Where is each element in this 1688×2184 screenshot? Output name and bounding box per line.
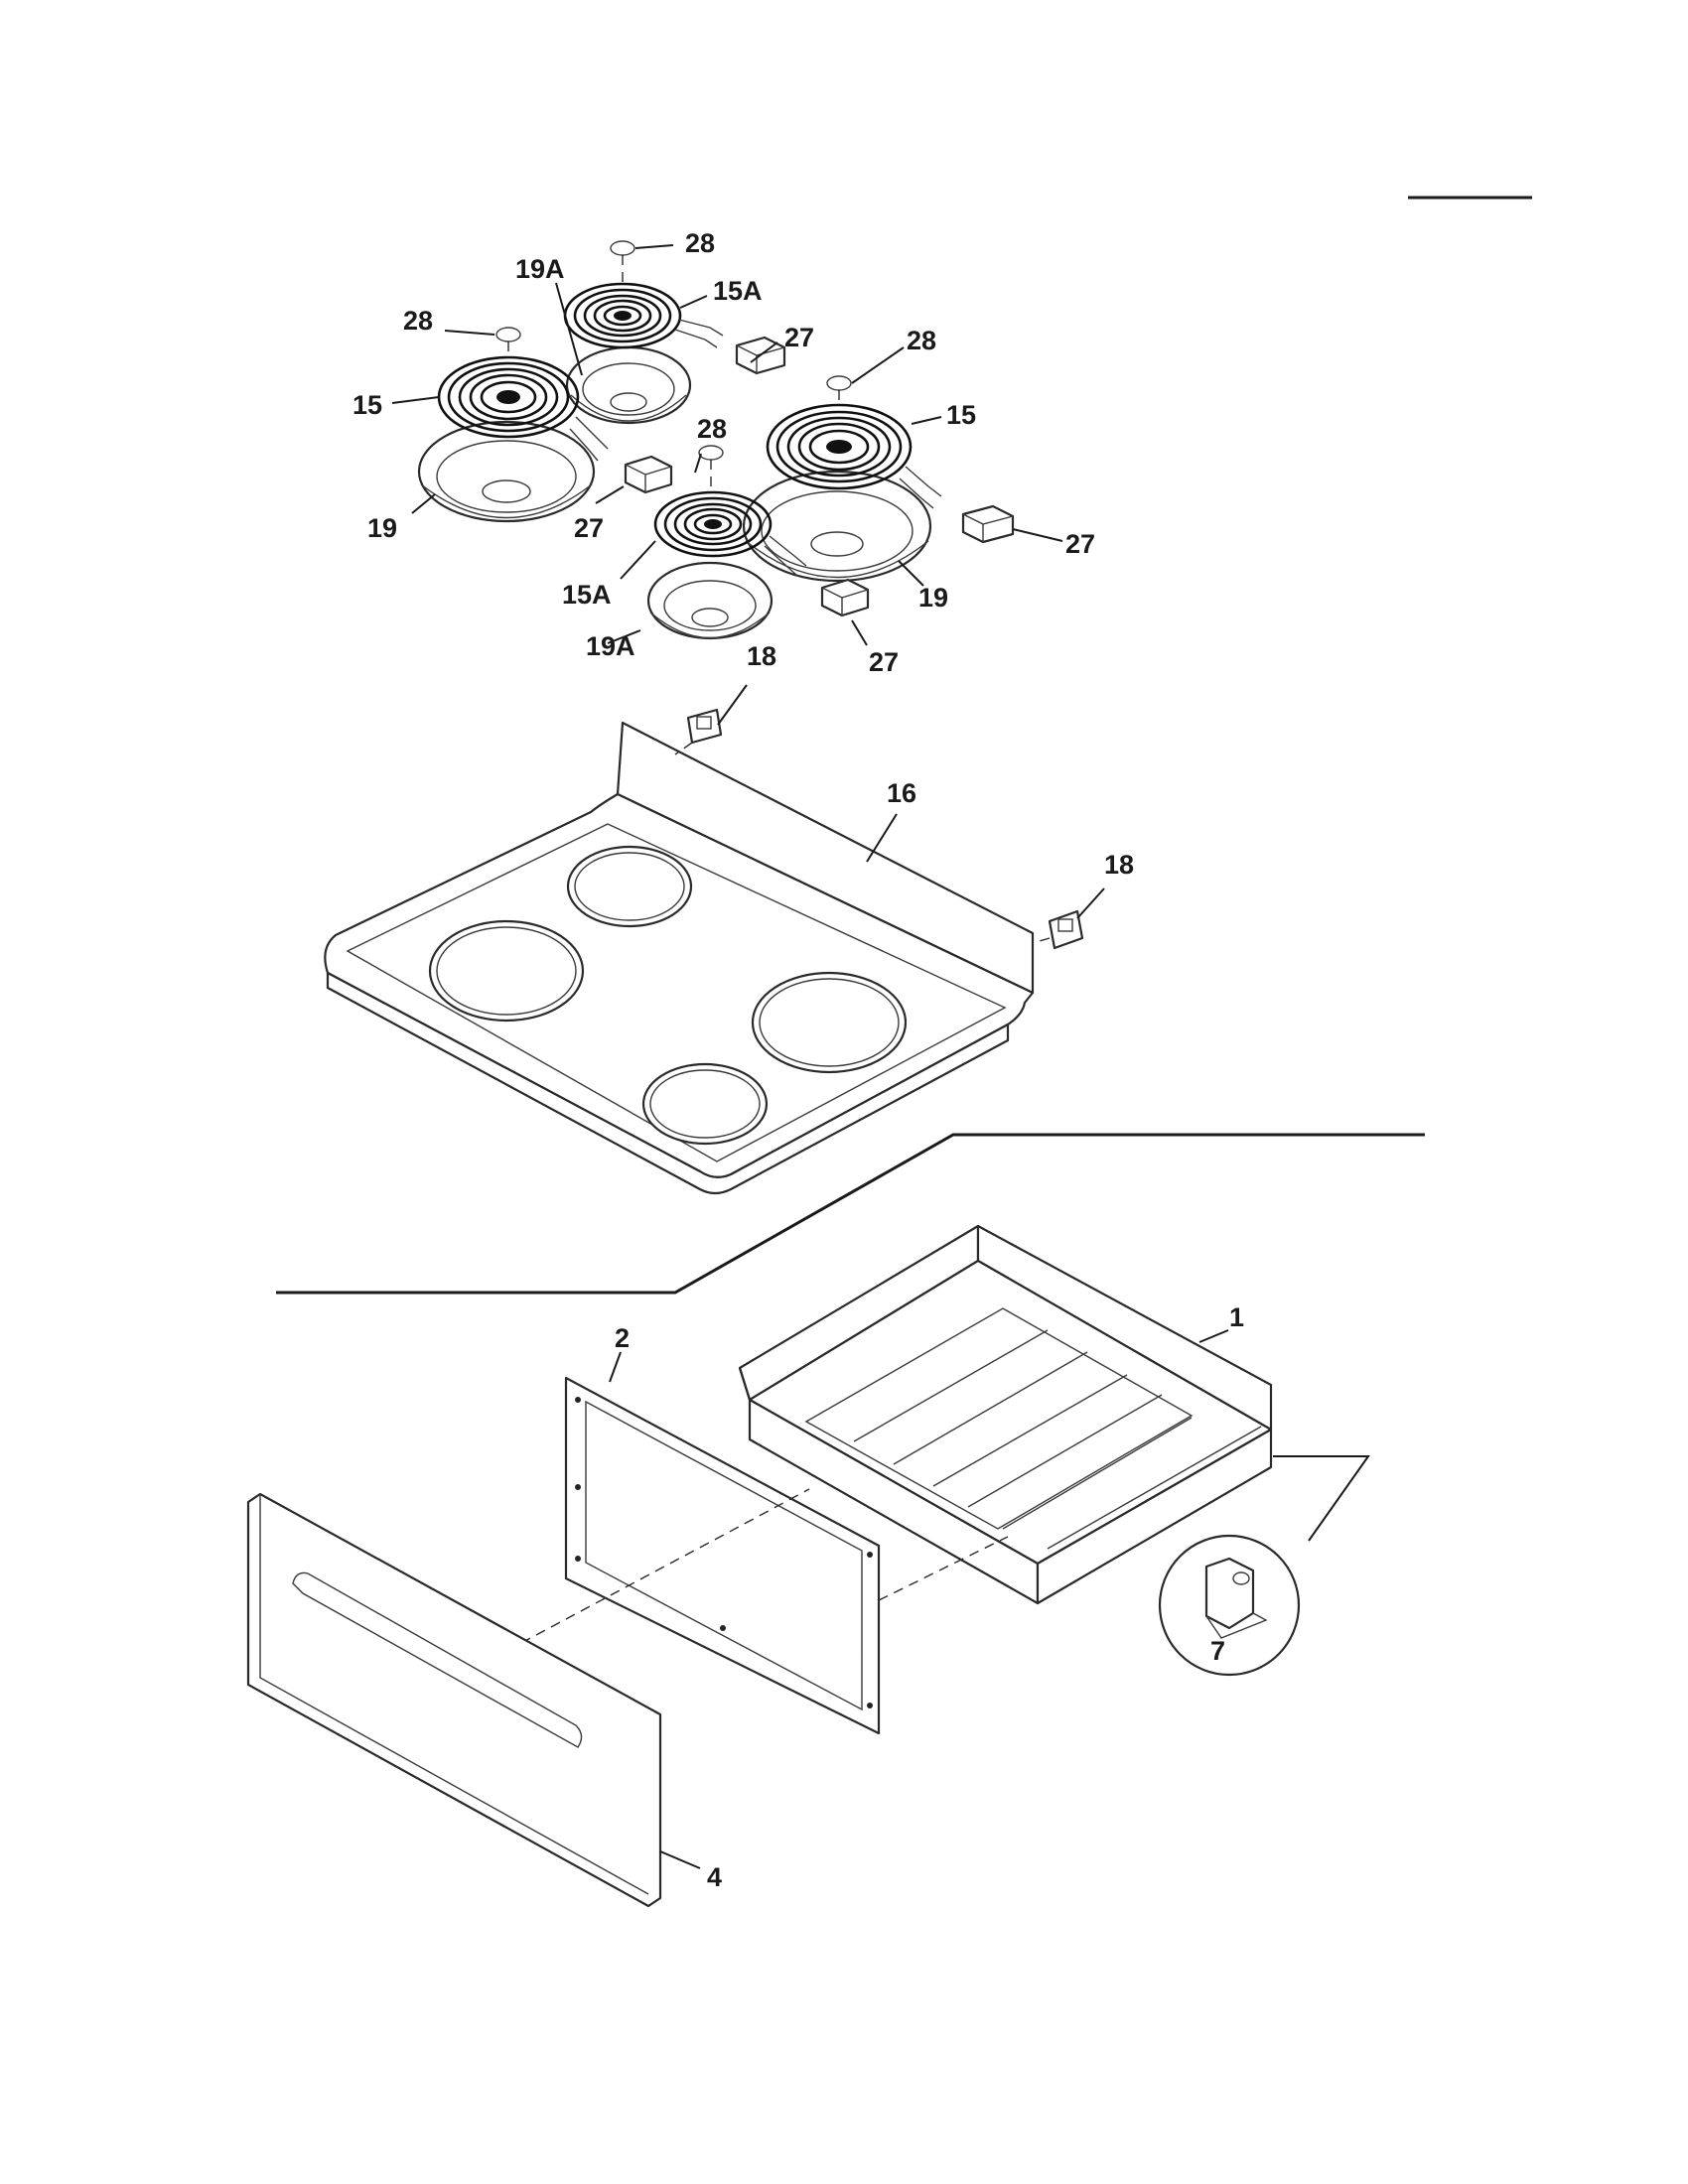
drawer-body-1	[738, 1224, 1273, 1605]
trim-ring-28-back	[610, 240, 635, 256]
callout-7: 7	[1210, 1636, 1225, 1666]
callout-19a: 19A	[586, 631, 635, 661]
callout-4: 4	[707, 1862, 722, 1892]
bracket-18-left	[674, 708, 723, 755]
callout-28: 28	[907, 326, 936, 355]
cooktop-16	[324, 721, 1035, 1195]
callout-27: 27	[784, 323, 814, 352]
surface-coil-15a-front	[653, 490, 807, 577]
callout-1: 1	[1229, 1302, 1244, 1332]
callout-2: 2	[615, 1323, 630, 1353]
callout-18: 18	[1104, 850, 1134, 880]
receptacle-27-bottom	[820, 578, 870, 617]
surface-coil-15-right	[766, 403, 942, 509]
surface-coil-15a-back	[563, 282, 724, 349]
callout-27: 27	[1065, 529, 1095, 559]
receptacle-27-left	[624, 455, 673, 494]
callout-28: 28	[697, 414, 727, 444]
callout-18: 18	[747, 641, 776, 671]
callout-15a: 15A	[562, 580, 612, 610]
callout-15: 15	[352, 390, 382, 420]
section-divider	[276, 1133, 1425, 1295]
callout-28: 28	[685, 228, 715, 258]
callout-16: 16	[887, 778, 916, 808]
drawer-panel-2	[564, 1376, 881, 1735]
drawer-clip-7-detail	[1158, 1534, 1301, 1677]
callout-labels: 28 19A 15A 28 27 28 15 15 28 19 27 27 15…	[352, 228, 1244, 1892]
trim-ring-28-front-left	[495, 327, 521, 342]
drip-bowl-19-front-left	[417, 420, 596, 523]
callout-27: 27	[869, 647, 899, 677]
callout-19: 19	[918, 583, 948, 613]
callout-15a: 15A	[713, 276, 763, 306]
clip-leader	[1273, 1455, 1370, 1542]
surface-coil-15-front-left	[437, 355, 609, 462]
callout-28: 28	[403, 306, 433, 336]
receptacle-27-right	[961, 504, 1015, 544]
trim-ring-28-right	[826, 375, 852, 391]
drip-bowl-19a-front	[646, 561, 774, 640]
drip-bowl-19a-back	[565, 345, 692, 425]
callout-27: 27	[574, 513, 604, 543]
leader-lines	[391, 244, 1229, 1869]
bracket-18-right	[1032, 909, 1084, 950]
drawer-front-4	[246, 1492, 662, 1908]
callout-19a: 19A	[515, 254, 565, 284]
callout-19: 19	[367, 513, 397, 543]
trim-ring-28-front	[698, 445, 724, 461]
callout-15: 15	[946, 400, 976, 430]
